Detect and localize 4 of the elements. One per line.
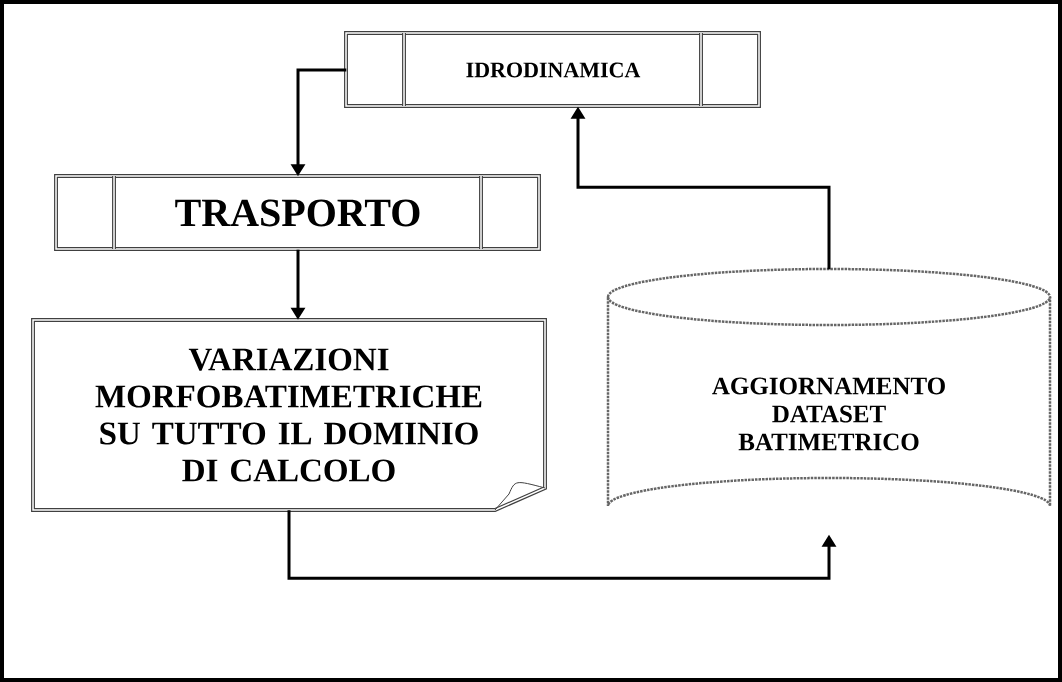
document-box: VARIAZIONI MORFOBATIMETRICHE SU TUTTO IL DOMINIO DI CALCOLO [31,318,547,512]
process-box: IDRODINAMICA [344,31,761,108]
database-cylinder: AGGIORNAMENTO DATASET BATIMETRICO [606,267,1052,508]
process-box: TRASPORTO [54,174,541,251]
